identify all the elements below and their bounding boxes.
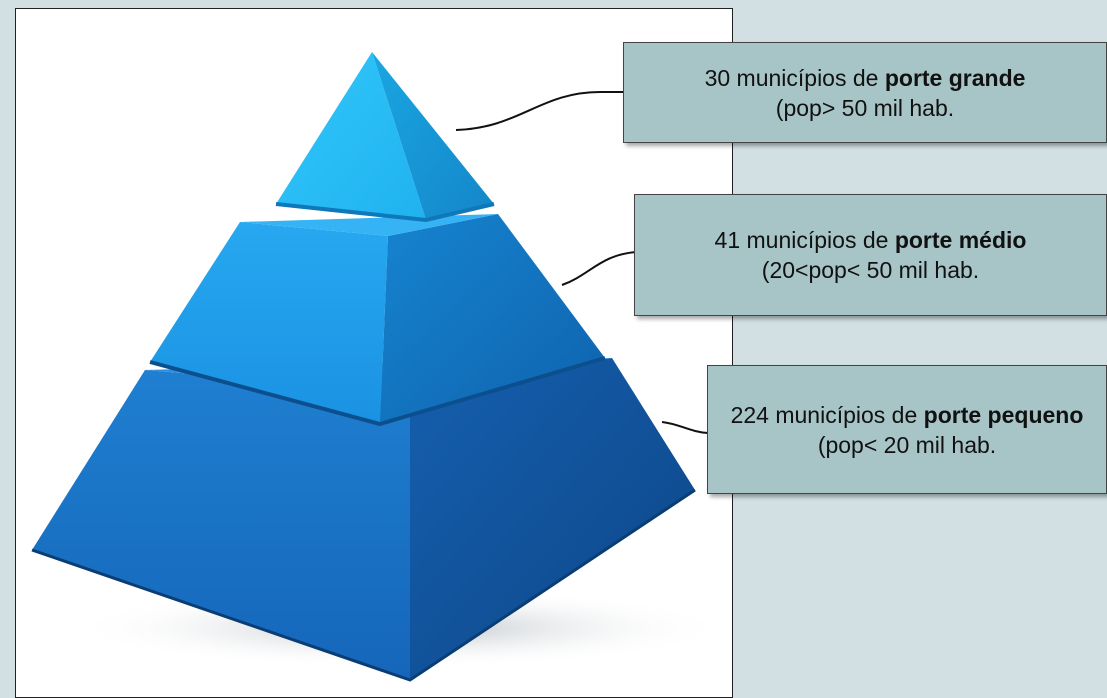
callout-tail-text: (pop< 20 mil hab. (817, 431, 997, 458)
pyramid-tier-top (275, 52, 495, 223)
callout-porte-medio: 41 municípios de porte médio (20<pop< 50… (634, 194, 1107, 316)
callout-lead-text: 224 municípios de (730, 401, 924, 428)
callout-tail-text: (20<pop< 50 mil hab. (761, 257, 980, 283)
callout-bold-text: porte médio (894, 227, 1027, 253)
callout-porte-grande: 30 municípios de porte grande (pop> 50 m… (623, 42, 1107, 143)
callout-lead-text: 41 municípios de (714, 227, 895, 253)
pyramid-tier-bottom (31, 358, 696, 682)
connector-line-middle (561, 251, 637, 286)
callout-lead-text: 30 municípios de (704, 64, 885, 91)
callout-porte-pequeno: 224 municípios de porte pequeno (pop< 20… (707, 365, 1107, 494)
callout-tail-text: (pop> 50 mil hab. (775, 94, 955, 121)
connector-line-top (455, 91, 625, 131)
callout-bold-text: porte grande (884, 64, 1026, 91)
callout-bold-text: porte pequeno (923, 401, 1084, 428)
connector-line-bottom (661, 421, 709, 434)
